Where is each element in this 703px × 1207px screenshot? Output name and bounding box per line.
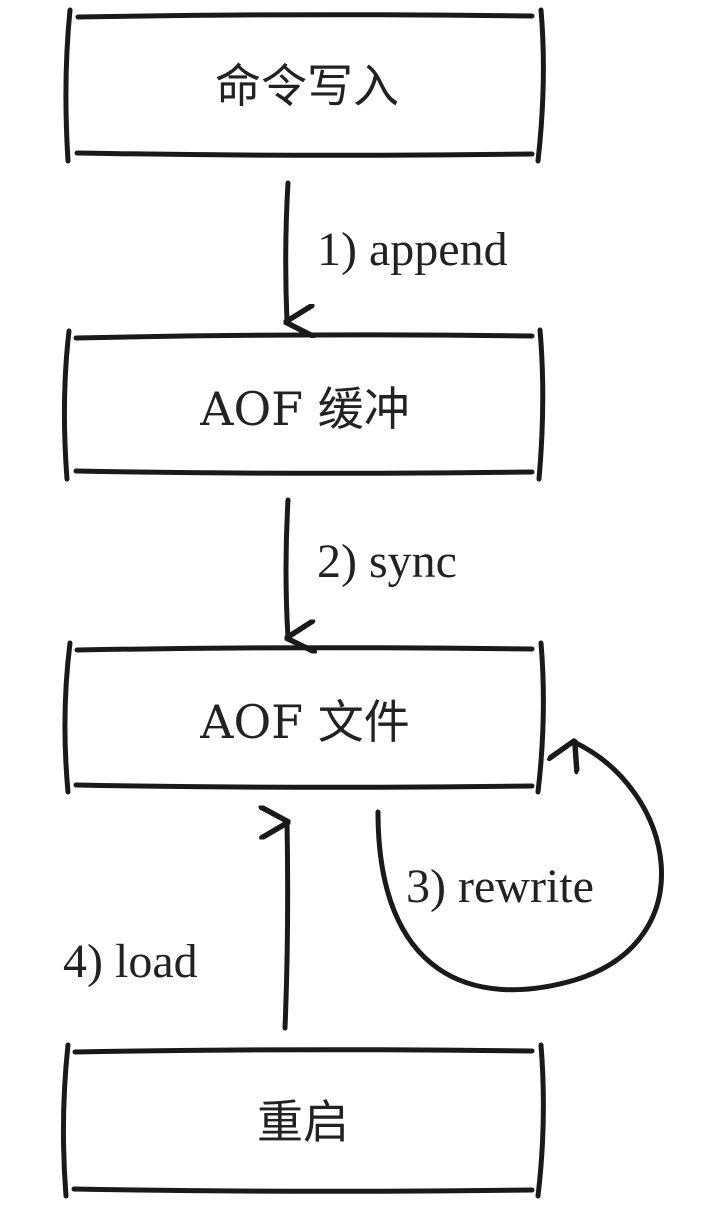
node-command-write-label: 命令写入 <box>215 59 399 113</box>
edge-sync-label: 2) sync <box>317 535 457 588</box>
edge-rewrite: 3) rewrite <box>375 742 664 993</box>
node-restart: 重启 <box>60 1042 546 1199</box>
edge-load-arrow <box>285 822 288 1031</box>
edge-load: 4) load <box>63 822 288 1031</box>
edge-rewrite-label: 3) rewrite <box>406 860 594 913</box>
edge-sync-arrow <box>283 497 288 638</box>
node-aof-buffer: AOF 缓冲 <box>61 327 546 482</box>
edge-append: 1) append <box>286 180 508 322</box>
edge-load-label: 4) load <box>63 935 198 988</box>
node-aof-file: AOF 文件 <box>62 640 546 795</box>
node-aof-file-label: AOF 文件 <box>199 695 409 749</box>
node-command-write: 命令写入 <box>63 7 546 164</box>
edge-sync: 2) sync <box>283 497 457 638</box>
node-aof-buffer-label: AOF 缓冲 <box>199 382 409 436</box>
node-restart-label: 重启 <box>257 1095 349 1149</box>
edge-append-label: 1) append <box>317 223 508 276</box>
edge-append-arrow <box>286 180 288 322</box>
edge-rewrite-arrow <box>375 742 664 993</box>
